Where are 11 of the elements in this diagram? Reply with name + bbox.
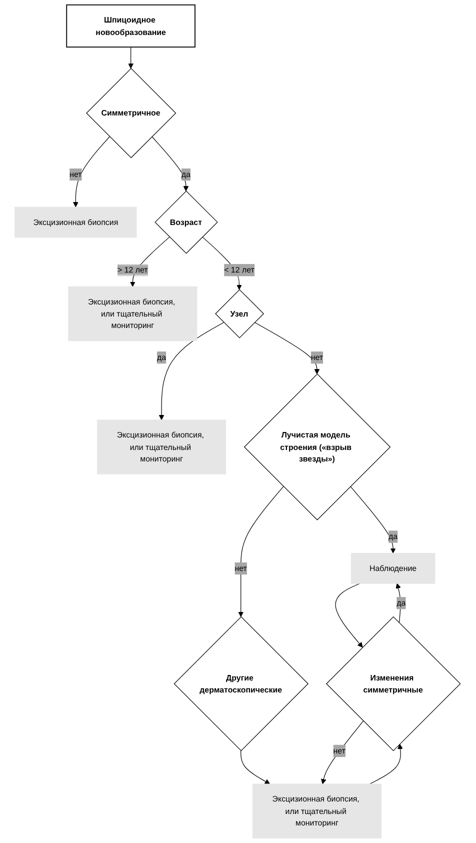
arrow — [73, 136, 110, 208]
arrow — [238, 486, 284, 618]
arrow — [152, 136, 190, 192]
arrow — [254, 322, 320, 374]
arrow — [370, 744, 404, 784]
arrow — [350, 486, 396, 554]
arrow — [321, 720, 364, 784]
arrow — [128, 46, 134, 69]
arrow — [159, 322, 225, 420]
arrow — [336, 583, 364, 648]
arrow — [240, 750, 270, 784]
